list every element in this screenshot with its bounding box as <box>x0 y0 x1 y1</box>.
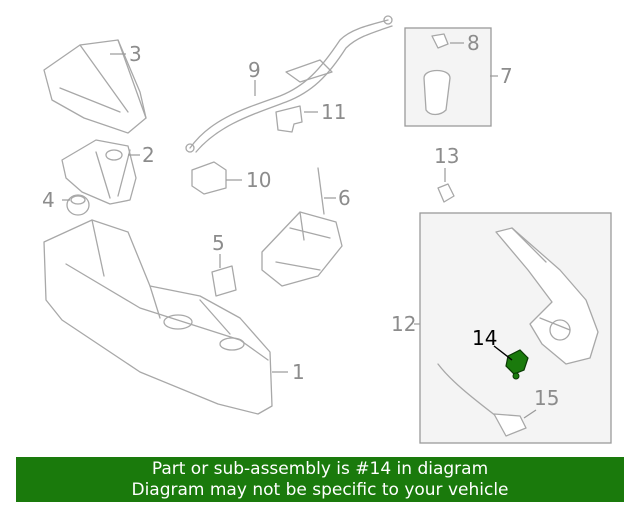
part-7-shift-knob[interactable] <box>423 69 451 116</box>
callout-13: 13 <box>434 144 459 168</box>
part-5-block[interactable] <box>211 265 237 297</box>
callout-7: 7 <box>500 64 513 88</box>
caption-line-2: Diagram may not be specific to your vehi… <box>131 480 509 500</box>
callout-9: 9 <box>248 58 261 82</box>
part-2-shift-bezel[interactable] <box>61 139 137 205</box>
callout-14: 14 <box>472 326 497 350</box>
part-1-center-console[interactable] <box>43 219 273 415</box>
part-10-bracket[interactable] <box>191 161 227 195</box>
callout-15: 15 <box>534 386 559 410</box>
callout-2: 2 <box>142 143 155 167</box>
part-6-shifter-assembly[interactable] <box>261 167 343 287</box>
part-12-parking-brake-lever[interactable] <box>495 227 599 365</box>
callout-5: 5 <box>212 231 225 255</box>
callout-12: 12 <box>391 312 416 336</box>
callout-4: 4 <box>42 188 55 212</box>
caption-line-1: Part or sub-assembly is #14 in diagram <box>151 459 489 479</box>
caption-banner: Part or sub-assembly is #14 in diagram D… <box>16 457 624 502</box>
part-11-bracket[interactable] <box>275 105 303 133</box>
callout-11: 11 <box>321 100 346 124</box>
part-8-clip[interactable] <box>431 33 449 49</box>
part-15-cable[interactable] <box>437 363 527 437</box>
callout-8: 8 <box>467 31 480 55</box>
part-4-knob[interactable] <box>66 194 90 216</box>
callout-3: 3 <box>129 42 142 66</box>
parts-diagram: 1 2 3 4 5 6 7 8 9 10 11 12 13 14 15 <box>42 15 612 444</box>
callout-10: 10 <box>246 168 271 192</box>
callout-labels: 1 2 3 4 5 6 7 8 9 10 11 12 13 14 15 <box>42 31 559 410</box>
leader-lines <box>62 42 537 419</box>
callout-1: 1 <box>292 360 305 384</box>
part-14-highlighted[interactable] <box>505 349 529 380</box>
part-9-shift-cable[interactable] <box>185 15 393 153</box>
callout-6: 6 <box>338 186 351 210</box>
part-13-clip[interactable] <box>437 183 455 203</box>
part-3-armrest-lid[interactable] <box>43 39 147 134</box>
